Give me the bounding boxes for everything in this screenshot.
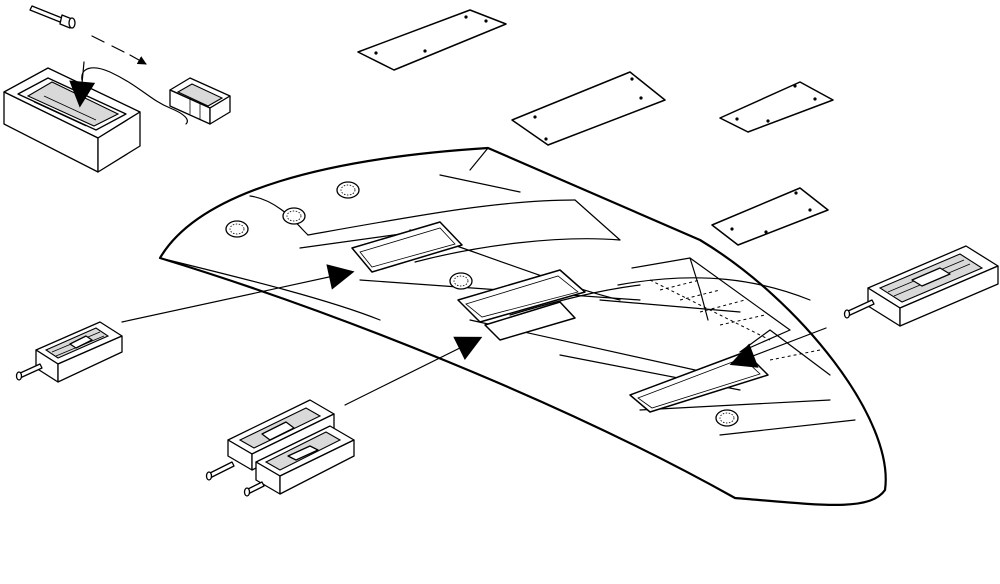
gun-module-right (843, 245, 999, 327)
arrow-right-module (729, 327, 827, 368)
cover-panel-1 (357, 9, 507, 71)
gun-module-left (15, 321, 123, 383)
cover-panel-3 (719, 81, 834, 133)
pin-part (29, 5, 76, 29)
connector-block (169, 77, 231, 125)
arrow-left-module (121, 264, 355, 323)
wire (81, 67, 188, 125)
arrow-double-module (344, 336, 483, 406)
pin-arrow (91, 35, 147, 65)
inspection-ports (225, 181, 739, 427)
aileron-detail (631, 257, 831, 376)
gun-module-double (205, 399, 355, 497)
cover-panel-2 (511, 71, 666, 146)
tray-part (3, 67, 141, 173)
cover-panel-4 (711, 187, 829, 246)
tray-arrow (69, 61, 96, 108)
